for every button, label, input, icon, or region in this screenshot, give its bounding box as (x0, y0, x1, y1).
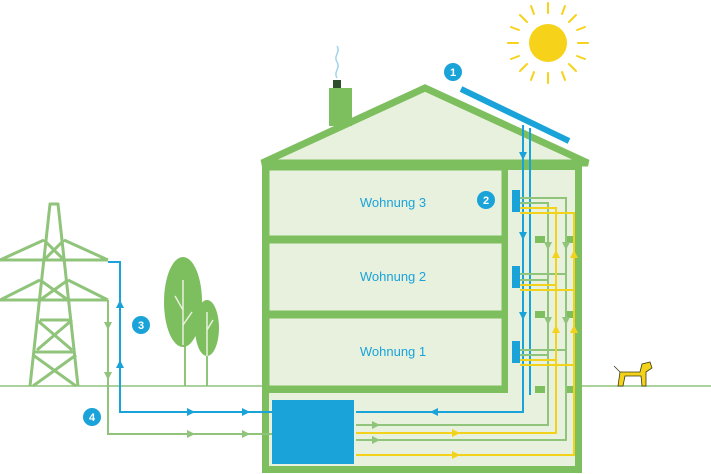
solar-panel-icon (459, 86, 571, 144)
power-pylon-icon (0, 202, 109, 388)
grid-connection-lines (104, 261, 272, 438)
storage-tank-icon (272, 400, 354, 464)
chimney-icon (329, 45, 352, 126)
svg-text:4: 4 (89, 412, 96, 424)
apartment-3-label: Wohnung 3 (360, 195, 426, 210)
badge-3: 3 (132, 316, 150, 334)
dog-icon (613, 361, 653, 387)
house (260, 45, 590, 473)
tree-icon (164, 257, 219, 386)
flow-arrows (372, 152, 578, 459)
svg-text:1: 1 (450, 67, 456, 79)
svg-text:2: 2 (483, 195, 489, 207)
badge-1: 1 (444, 63, 462, 81)
sun-icon (507, 2, 589, 84)
svg-text:3: 3 (138, 320, 144, 332)
badge-2: 2 (477, 191, 495, 209)
badge-4: 4 (83, 408, 101, 426)
apartment-1-label: Wohnung 1 (360, 344, 426, 359)
heat-exchanger-icons (512, 190, 520, 363)
apartment-2-label: Wohnung 2 (360, 269, 426, 284)
